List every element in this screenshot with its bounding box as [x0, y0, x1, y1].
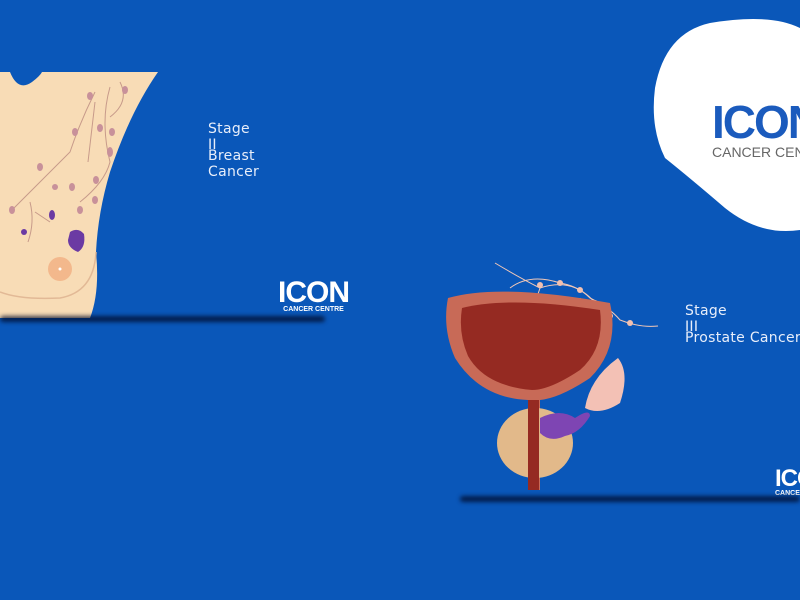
brand-logo-blob [653, 19, 800, 232]
logo-main-text: ICON [775, 465, 800, 492]
card-shadow [0, 316, 325, 322]
brand-logo-sub: CANCER CENTRE [712, 144, 800, 160]
prostate-stage-label: Stage III [685, 303, 727, 335]
logo-main-text: ICON [278, 276, 350, 309]
breast-stage-label: Stage II [208, 121, 250, 153]
brand-logo: ICON CANCER CENTRE [712, 96, 800, 160]
prostate-card-logo: ICON CANCER CENTRE [775, 465, 800, 498]
brand-logo-main: ICON [712, 96, 800, 148]
card-shadow [460, 496, 800, 502]
breast-card-logo: ICON CANCER CENTRE [278, 276, 350, 314]
prostate-title-label: Prostate Cancer [685, 330, 800, 346]
logo-sub-text: CANCER CENTRE [283, 306, 344, 313]
breast-illustration [0, 72, 158, 318]
breast-title-label: Breast Cancer [208, 148, 260, 180]
logo-sub-text: CANCER CENTRE [775, 490, 800, 497]
prostate-illustration [446, 262, 659, 490]
